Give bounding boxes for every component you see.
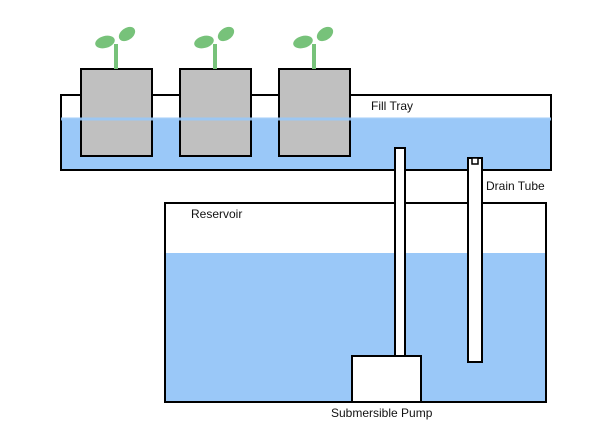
pot-1 [80,68,153,157]
pot-3-body [278,68,351,157]
drain-tube-inlet [471,157,479,165]
submersible-pump [351,355,422,403]
seedling-1 [95,26,136,69]
seedling-2-stem [213,44,217,69]
seedling-1-stem [114,44,118,69]
seedling-1-leaf-right [118,26,136,42]
seedling-2-leaf-right [217,26,235,42]
seedling-2-leaf-left [194,35,214,49]
seedling-3-leaf-right [316,26,334,42]
reservoir-label: Reservoir [191,207,243,221]
supply-tube [394,147,406,357]
seedling-3-stem [312,44,316,69]
drain-tube-label: Drain Tube [486,179,545,193]
drain-tube [467,157,483,363]
seedling-1-leaf-left [95,35,115,49]
fill-tray-label: Fill Tray [371,99,413,113]
seedling-2 [194,26,235,69]
seedling-3 [293,26,334,69]
pot-2-body [179,68,252,157]
seedling-3-leaf-left [293,35,313,49]
drain-tube-body [467,157,483,363]
pot-1-body [80,68,153,157]
pot-3 [278,68,351,157]
submersible-pump-label: Submersible Pump [331,406,433,420]
pot-2 [179,68,252,157]
